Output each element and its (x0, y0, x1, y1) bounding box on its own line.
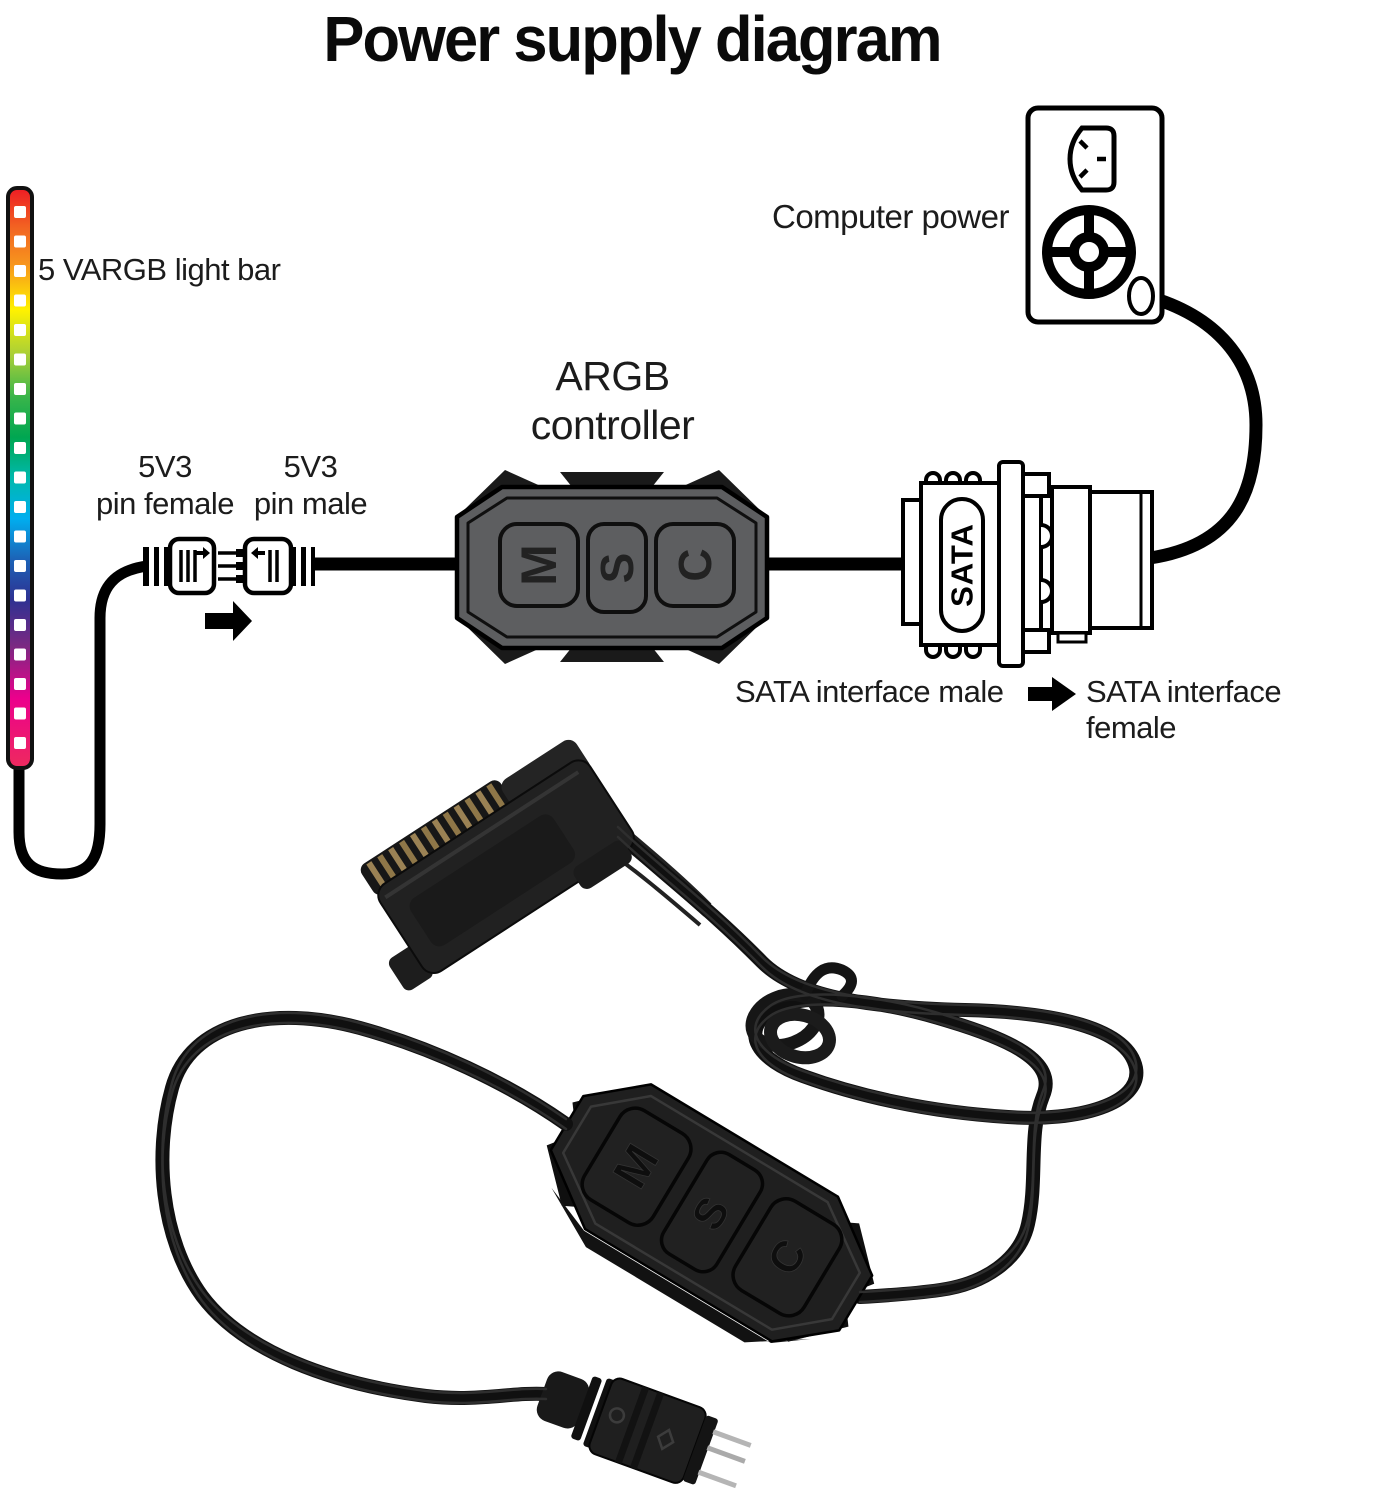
argb-light-bar (6, 186, 34, 770)
lightbar-cable (13, 560, 154, 880)
led-square (14, 412, 26, 425)
sata-connector-text: SATA (945, 523, 980, 607)
sata-interface-female-label: SATA interface female (1086, 674, 1282, 745)
cable-exit-hole (1127, 276, 1155, 316)
connector-pins (697, 1429, 752, 1489)
led-squares (14, 206, 26, 749)
connect-arrow-icon (205, 601, 252, 641)
argb-controller-label-line2: controller (530, 402, 695, 448)
male-direction-arrow-icon (251, 547, 265, 559)
controller-button-s (586, 522, 648, 614)
photo-ribbon-left (155, 1010, 573, 1405)
led-square (14, 648, 26, 661)
product-photo: M S C (155, 739, 1144, 1489)
led-square (14, 324, 26, 336)
computer-power-label: Computer power (772, 198, 1009, 235)
pin-female-label-line1: 5V3 (138, 449, 192, 484)
sata-gold-pins (366, 783, 506, 887)
led-square (14, 619, 26, 631)
pin-female-label: 5V3 pin female (90, 448, 240, 522)
photo-ribbon-left (161, 1011, 568, 1395)
page-title: Power supply diagram (323, 3, 942, 75)
controller-button-c (654, 522, 736, 608)
photo-sata-power-connector (360, 739, 635, 991)
led-square (14, 707, 26, 720)
sata-interface-male-connector: SATA (901, 460, 1054, 668)
photo-3pin-connector (536, 1371, 752, 1489)
led-square (14, 206, 26, 218)
controller-button-m-label: M (511, 544, 567, 586)
photo-argb-controller: M S C (546, 1083, 875, 1344)
led-square (14, 501, 26, 513)
computer-power-cable (1139, 289, 1263, 565)
photo-ribbon-right (616, 835, 1138, 1304)
computer-power-unit (1025, 105, 1165, 325)
photo-ribbon-left (161, 1021, 568, 1405)
power-inlet-icon (1067, 125, 1117, 193)
light-bar-label: 5 VARGB light bar (38, 252, 281, 287)
pin-male-label-line1: 5V3 (283, 449, 338, 484)
led-square (14, 235, 26, 248)
led-square (14, 560, 26, 572)
led-square (14, 383, 26, 395)
sata-interface-male-label: SATA interface male (735, 674, 1004, 709)
argb-controller-label-line1: ARGB (555, 353, 670, 399)
led-square (14, 294, 26, 307)
pin-male-label: 5V3 pin male (243, 448, 378, 522)
led-square (14, 442, 26, 454)
cable-tie-knot (745, 962, 857, 1065)
led-square (14, 265, 26, 277)
led-square (14, 678, 26, 690)
controller-button-s-label: S (591, 553, 643, 584)
argb-controller-label: ARGB controller (475, 352, 750, 450)
controller-button-c-label: C (669, 548, 721, 581)
sata-connect-arrow-icon (1028, 677, 1076, 711)
fan-icon (1042, 205, 1136, 299)
controller-button-m (498, 522, 580, 608)
led-square (14, 589, 26, 602)
pin-male-label-line2: pin male (253, 486, 368, 521)
argb-controller-illustration: M S C (454, 470, 770, 664)
5v3-pin-female-connector (143, 536, 217, 596)
led-square (14, 353, 26, 366)
led-square (14, 737, 26, 749)
led-square (14, 530, 26, 543)
pin-female-label-line2: pin female (95, 486, 235, 521)
5v3-pin-male-connector (218, 536, 315, 596)
female-direction-arrow-icon (196, 547, 210, 559)
sata-interface-female-connector (1050, 485, 1154, 644)
led-square (14, 471, 26, 484)
